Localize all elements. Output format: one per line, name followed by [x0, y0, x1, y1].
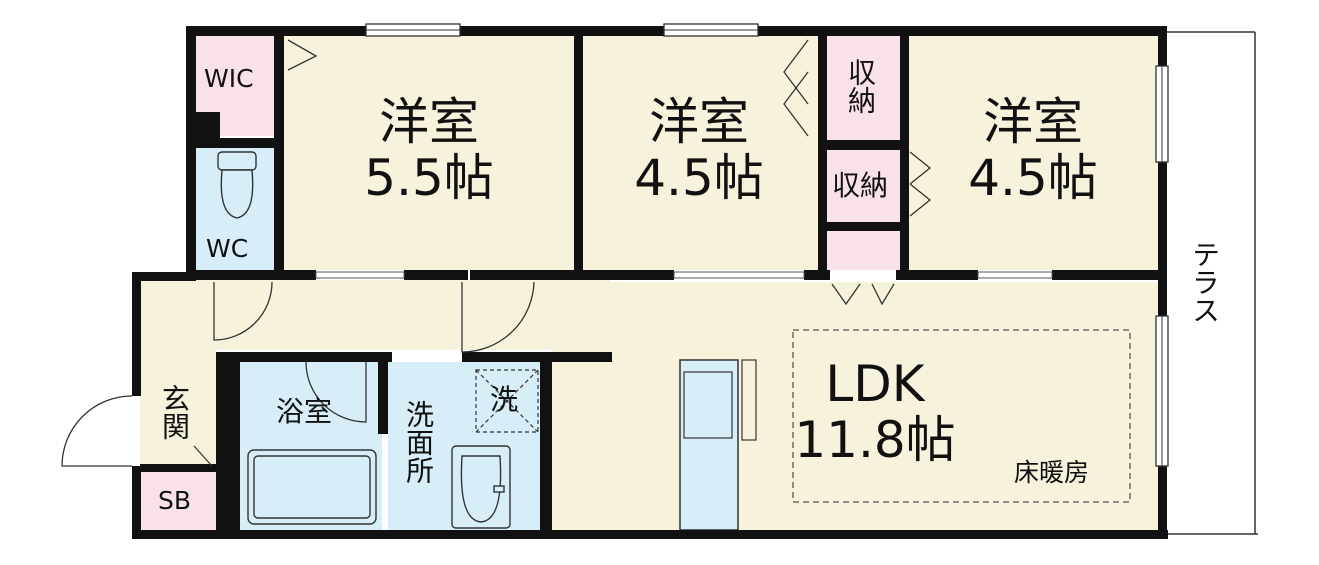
western-room-3-name: 洋室: [983, 93, 1083, 151]
western-room-1-size: 5.5帖: [364, 149, 494, 207]
swing-doors: [61, 39, 932, 467]
entrance-step: [193, 445, 213, 467]
washer-label: 洗: [490, 383, 519, 416]
kitchen-backsplash: [741, 359, 757, 441]
ldk-room: [552, 282, 1158, 532]
storage-1: [826, 36, 900, 140]
western-room-1-name: 洋室: [379, 93, 479, 151]
walls: [132, 26, 1168, 539]
western-room-1: [282, 36, 574, 270]
sliding-doors: [315, 271, 1053, 279]
western-room-1-label: 洋室 5.5帖: [340, 94, 518, 206]
ldk-name: LDK: [825, 355, 925, 413]
bath-label: 浴室: [276, 395, 333, 428]
floor-heating-label: 床暖房: [1014, 458, 1090, 487]
washer-pan-icon: [475, 369, 539, 433]
storage-2: [826, 150, 900, 222]
toilet-icon: [217, 151, 257, 219]
western-room-2-size: 4.5帖: [634, 149, 764, 207]
entrance-area: [140, 350, 216, 470]
wc-label: WC: [206, 234, 249, 263]
floor-heating-area: [792, 329, 1131, 503]
western-room-2: [582, 36, 822, 270]
shoebox-label: SB: [158, 486, 192, 515]
bathtub-icon: [247, 449, 377, 525]
western-room-3-label: 洋室 4.5帖: [944, 94, 1122, 206]
wash-basin-icon: [451, 445, 511, 529]
ldk-label: LDK 11.8帖: [786, 356, 964, 468]
bath-room: [240, 362, 382, 530]
terrace-label: テラス: [1188, 240, 1221, 324]
western-room-2-label: 洋室 4.5帖: [610, 94, 788, 206]
western-room-3-size: 4.5帖: [968, 149, 1098, 207]
storage-2-label: 収納: [832, 169, 889, 202]
ldk-size: 11.8帖: [794, 411, 956, 469]
window-lines: [366, 29, 1163, 466]
washroom-label: 洗面所: [402, 400, 435, 484]
western-room-2-name: 洋室: [649, 93, 749, 151]
kitchen-sink: [683, 371, 733, 439]
hallway: [140, 280, 610, 350]
storage-1-label: 収納: [844, 58, 877, 114]
storage-3: [826, 230, 900, 270]
wic-label: WIC: [204, 64, 254, 93]
western-room-3: [906, 36, 1158, 270]
entrance-label: 玄関: [158, 384, 191, 440]
shoebox-area: [140, 472, 216, 530]
